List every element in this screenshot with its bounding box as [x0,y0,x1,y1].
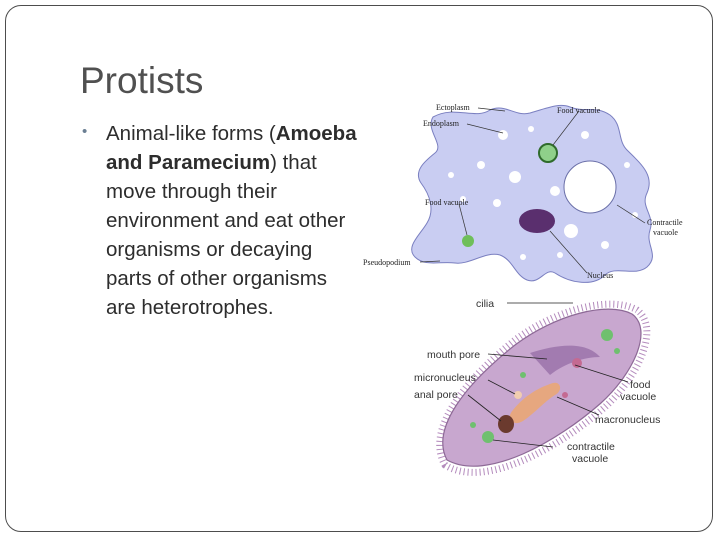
paramecium-cilia [436,300,651,476]
paramecium-diagram: cilia mouth pore micronucleus anal pore … [414,298,660,476]
paramecium-macronucleus [509,382,561,424]
paramecium-micronucleus [514,391,522,399]
paramecium-label-mouth-pore: mouth pore [427,349,480,361]
paramecium-label-macronucleus: macronucleus [595,414,660,426]
bullet-list: • Animal-like forms (Amoeba and Parameci… [82,119,362,322]
amoeba-nucleus [519,209,555,233]
amoeba-label-ectoplasm: Ectoplasm [436,103,471,112]
bullet-bold-text: Amoeba and Paramecium [106,122,357,174]
amoeba-label-nucleus: Nucleus [587,271,613,280]
amoeba-label-contractile-2: vacuole [653,228,678,237]
amoeba-leader-lines [419,107,646,274]
paramecium-label-micronucleus: micronucleus [414,372,476,384]
amoeba-contractile-vacuole [563,160,617,214]
paramecium-contractile-vacuoles [470,329,620,443]
paramecium-food-vacuole-2 [562,392,568,398]
protist-illustration: Ectoplasm Endoplasm Food vacuole Food va… [363,103,683,476]
amoeba-body [411,104,653,283]
paramecium-leader-lines [467,302,629,448]
paramecium-label-cilia: cilia [476,298,494,310]
bullet-marker-icon: • [82,123,88,140]
bullet-item: Animal-like forms (Amoeba and Paramecium… [106,119,362,322]
paramecium-label-food-2: vacuole [620,391,656,403]
amoeba-diagram: Ectoplasm Endoplasm Food vacuole Food va… [363,103,683,283]
bullet-text-2: ) that move through their environment an… [106,151,346,319]
amoeba-label-food-vacuole-top: Food vacuole [557,106,601,115]
slide-title: Protists [80,60,204,101]
bullet-text-1: Animal-like forms ( [106,122,276,145]
paramecium-label-anal-pore: anal pore [414,389,458,401]
paramecium-food-vacuole [572,358,582,368]
paramecium-label-food-1: food [630,379,651,391]
amoeba-food-vacuole-left [462,235,474,247]
amoeba-food-vacuole-top [538,143,558,163]
amoeba-label-contractile-1: Contractile [647,218,683,227]
amoeba-label-pseudopodium: Pseudopodium [363,258,411,267]
paramecium-label-contractile-2: vacuole [572,453,608,465]
paramecium-anal-pore [498,415,514,433]
paramecium-label-contractile-1: contractile [567,441,615,453]
amoeba-label-food-vacuole-left: Food vacuole [425,198,469,207]
amoeba-label-endoplasm: Endoplasm [423,119,460,128]
paramecium-oral-groove [530,345,600,375]
amoeba-vacuoles [448,126,638,260]
